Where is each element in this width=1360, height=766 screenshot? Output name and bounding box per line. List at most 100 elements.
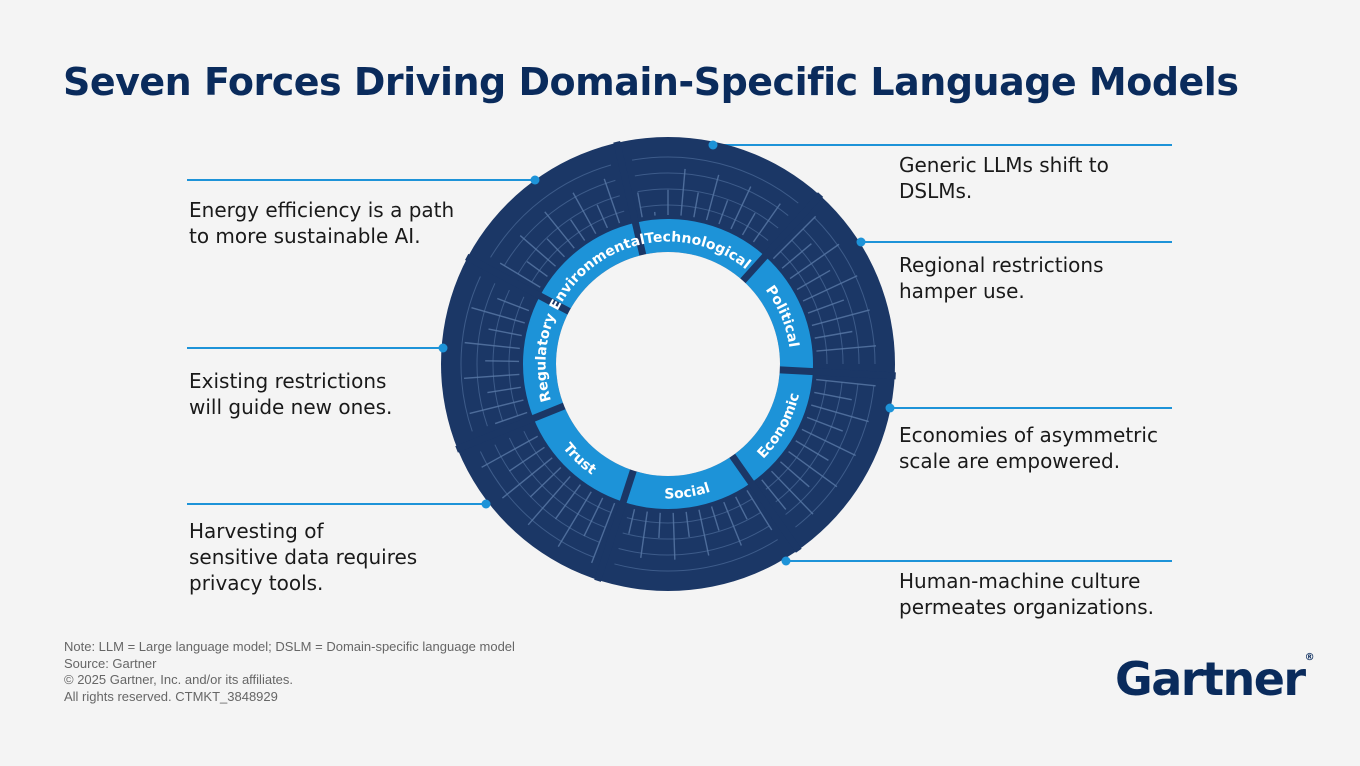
- texture-line: [746, 489, 773, 531]
- texture-line: [487, 386, 521, 394]
- band-environmental: [539, 222, 643, 312]
- texture-arc: [503, 179, 616, 266]
- texture-arc: [637, 188, 779, 229]
- segment-economic: [761, 378, 876, 528]
- segment-social: [614, 489, 778, 572]
- segment-divider: [739, 192, 824, 285]
- texture-arc: [622, 511, 762, 540]
- segment-divider: [465, 253, 573, 316]
- texture-line: [464, 341, 520, 350]
- texture-line: [464, 373, 520, 379]
- ring-center-hole: [556, 252, 780, 476]
- texture-line: [527, 475, 571, 526]
- segment-political: [772, 215, 877, 365]
- texture-arc: [460, 276, 481, 432]
- caption-social: Human-machine culture permeates organiza…: [899, 569, 1154, 619]
- texture-arc: [775, 382, 843, 503]
- texture-arc: [494, 444, 600, 543]
- texture-arc: [814, 217, 876, 365]
- texture-line: [795, 440, 829, 461]
- texture-line: [807, 299, 845, 314]
- texture-line: [658, 512, 661, 538]
- texture-line: [718, 200, 729, 225]
- texture-line: [572, 192, 597, 235]
- caption-regulatory: Existing restrictions will guide new one…: [189, 369, 393, 419]
- footer-notes: Note: LLM = Large language model; DSLM =…: [64, 639, 515, 705]
- texture-arc: [479, 451, 594, 558]
- texture-line: [723, 501, 742, 546]
- texture-arc: [631, 156, 799, 204]
- caption-economic: Economies of asymmetric scale are empowe…: [899, 423, 1158, 473]
- texture-arc: [490, 164, 612, 258]
- texture-arc: [614, 539, 778, 572]
- texture-line: [672, 512, 676, 560]
- texture-arc: [618, 525, 770, 556]
- texture-line: [816, 378, 876, 387]
- texture-line: [481, 435, 539, 468]
- gartner-logo: Gartner®: [1115, 652, 1315, 706]
- connector-dot: [885, 403, 895, 413]
- texture-line: [680, 168, 686, 216]
- texture-line: [814, 391, 852, 401]
- texture-arc: [476, 283, 496, 427]
- texture-line: [640, 511, 648, 558]
- texture-line: [781, 243, 812, 269]
- texture-line: [705, 174, 720, 221]
- texture-line: [796, 269, 831, 291]
- band-trust: [533, 405, 634, 502]
- connector-dot: [781, 556, 791, 566]
- texture-line: [772, 215, 817, 260]
- texture-arc: [508, 437, 606, 528]
- texture-arc: [523, 430, 612, 513]
- texture-line: [596, 204, 609, 229]
- forces-ring: TechnologicalPoliticalEconomicSocialTrus…: [438, 137, 896, 591]
- texture-line: [526, 261, 548, 277]
- texture-line: [508, 446, 545, 472]
- texture-arc: [780, 251, 828, 365]
- segment-environmental: [490, 164, 625, 288]
- page-title: Seven Forces Driving Domain-Specific Lan…: [63, 60, 1239, 104]
- texture-arc: [640, 204, 769, 241]
- texture-line: [499, 262, 541, 288]
- texture-line: [752, 203, 781, 243]
- texture-line: [554, 484, 581, 520]
- connector-dot: [708, 140, 718, 150]
- caption-trust: Harvesting of sensitive data requires pr…: [189, 519, 418, 595]
- texture-line: [761, 479, 787, 510]
- footer-source: Source: Gartner: [64, 655, 157, 671]
- segment-divider: [594, 467, 638, 582]
- segment-divider: [455, 401, 568, 453]
- caption-environmental: Energy efficiency is a path to more sust…: [189, 198, 455, 248]
- texture-arc: [492, 289, 510, 422]
- band-economic: [732, 369, 813, 483]
- texture-arc: [634, 172, 789, 216]
- band-regulatory: [522, 295, 570, 419]
- logo-text: Gartner: [1115, 652, 1306, 706]
- segment-trust: [479, 430, 616, 564]
- segment-regulatory: [460, 276, 530, 432]
- texture-line: [685, 511, 690, 537]
- texture-line: [710, 506, 720, 531]
- texture-arc: [765, 380, 827, 490]
- texture-line: [485, 360, 520, 363]
- texture-arc: [785, 383, 859, 515]
- texture-line: [501, 457, 553, 499]
- caption-technological: Generic LLMs shift to DSLMs.: [899, 153, 1109, 203]
- texture-arc: [791, 239, 844, 365]
- texture-line: [590, 502, 616, 564]
- texture-line: [497, 297, 530, 312]
- connector-dot: [856, 237, 866, 247]
- texture-line: [693, 192, 699, 218]
- texture-line: [741, 212, 756, 236]
- footer-note: Note: LLM = Large language model; DSLM =…: [64, 639, 515, 654]
- texture-line: [529, 467, 562, 498]
- texture-line: [628, 509, 636, 534]
- texture-line: [488, 328, 522, 337]
- texture-line: [603, 178, 621, 224]
- footer-rights: All rights reserved. CTMKT_3848929: [64, 688, 278, 704]
- segment-divider: [613, 141, 647, 258]
- texture-line: [469, 399, 524, 415]
- band-political: [742, 256, 813, 372]
- segment-technological: [631, 156, 799, 243]
